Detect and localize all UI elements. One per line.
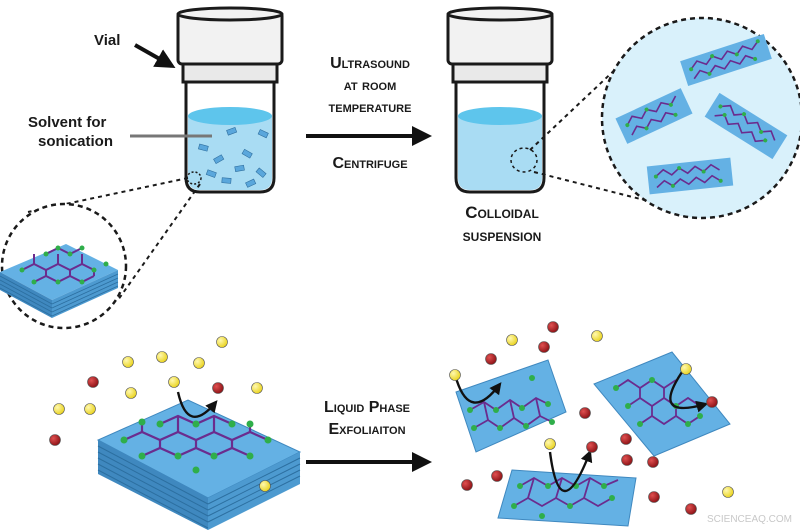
vial-left bbox=[176, 6, 284, 194]
step-centrifuge: Centrifuge bbox=[332, 155, 407, 172]
intercalation-arrow-left bbox=[176, 391, 218, 418]
result-colloidal-line2: suspension bbox=[463, 226, 542, 245]
step-ultrasound-line3: temperature bbox=[329, 99, 412, 116]
bulk-crystal-zoom bbox=[0, 202, 128, 330]
sheet-small-4 bbox=[646, 157, 734, 195]
step-ultrasound-line1: Ultrasound bbox=[330, 55, 410, 72]
vial-left-cap-ring bbox=[181, 62, 279, 84]
vial-left-liquid-surface bbox=[188, 107, 272, 125]
vial-pointer-arrow bbox=[134, 43, 176, 68]
colloidal-zoom bbox=[600, 16, 800, 220]
vial-right bbox=[446, 6, 554, 194]
process-liquid-phase-line1: Liquid Phase bbox=[324, 399, 410, 416]
solvent-label-line1: Solvent for bbox=[28, 114, 107, 131]
sheet-small-2 bbox=[615, 88, 693, 144]
exfoliated-sheet-3 bbox=[497, 449, 637, 527]
vial-right-cap-ring bbox=[451, 62, 549, 84]
exfoliated-sheet-1 bbox=[454, 359, 567, 453]
process-liquid-phase-line2: Exfoliaiton bbox=[328, 421, 405, 438]
ions-left bbox=[49, 336, 271, 492]
step-ultrasound-line2: at room bbox=[344, 77, 397, 94]
vial-label: Vial bbox=[94, 32, 120, 49]
solvent-label-line2: sonication bbox=[38, 133, 113, 150]
ions-right bbox=[449, 321, 734, 515]
vial-right-liquid bbox=[458, 116, 542, 190]
vial-right-liquid-surface bbox=[458, 107, 542, 125]
watermark: SCIENCEAQ.COM bbox=[707, 514, 792, 525]
sheet-small-1 bbox=[680, 34, 772, 86]
vial-left-flakes bbox=[197, 127, 269, 188]
sheet-small-3 bbox=[704, 92, 788, 160]
bulk-stack bbox=[96, 391, 302, 530]
exfoliated-sheet-2 bbox=[593, 351, 731, 457]
result-colloidal-line1: Colloidal bbox=[465, 203, 539, 222]
